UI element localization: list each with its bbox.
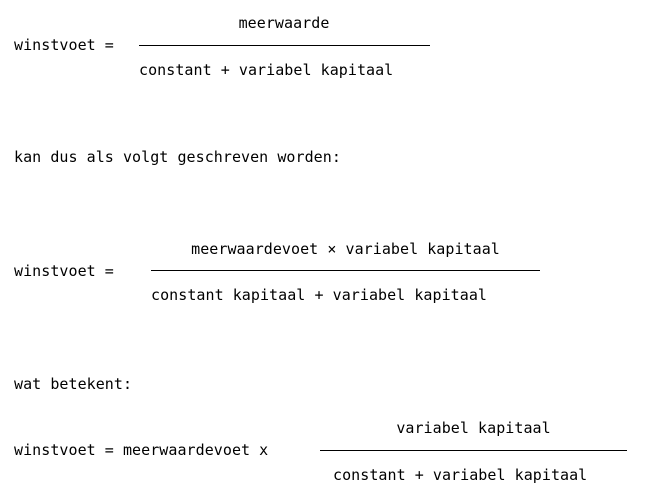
formula-3-denominator: constant + variabel kapitaal <box>333 466 588 484</box>
formula-1-fraction-bar <box>139 45 430 46</box>
formula-3-left-hand-side: winstvoet = meerwaardevoet x <box>14 441 269 459</box>
paragraph-kan-dus-als-volgt: kan dus als volgt geschreven worden: <box>14 148 341 166</box>
formula-1-left-hand-side: winstvoet = <box>14 36 114 54</box>
formula-1-numerator: meerwaarde <box>238 14 330 32</box>
formula-3-fraction-bar <box>320 450 627 451</box>
formula-2-denominator: constant kapitaal + variabel kapitaal <box>151 286 487 304</box>
paragraph-wat-betekent: wat betekent: <box>14 375 133 393</box>
formula-2-numerator: meerwaardevoet × variabel kapitaal <box>191 240 500 258</box>
formula-1-denominator: constant + variabel kapitaal <box>139 61 394 79</box>
formula-2-fraction-bar <box>151 270 540 271</box>
formula-2-left-hand-side: winstvoet = <box>14 262 114 280</box>
formula-3-numerator: variabel kapitaal <box>396 419 551 437</box>
